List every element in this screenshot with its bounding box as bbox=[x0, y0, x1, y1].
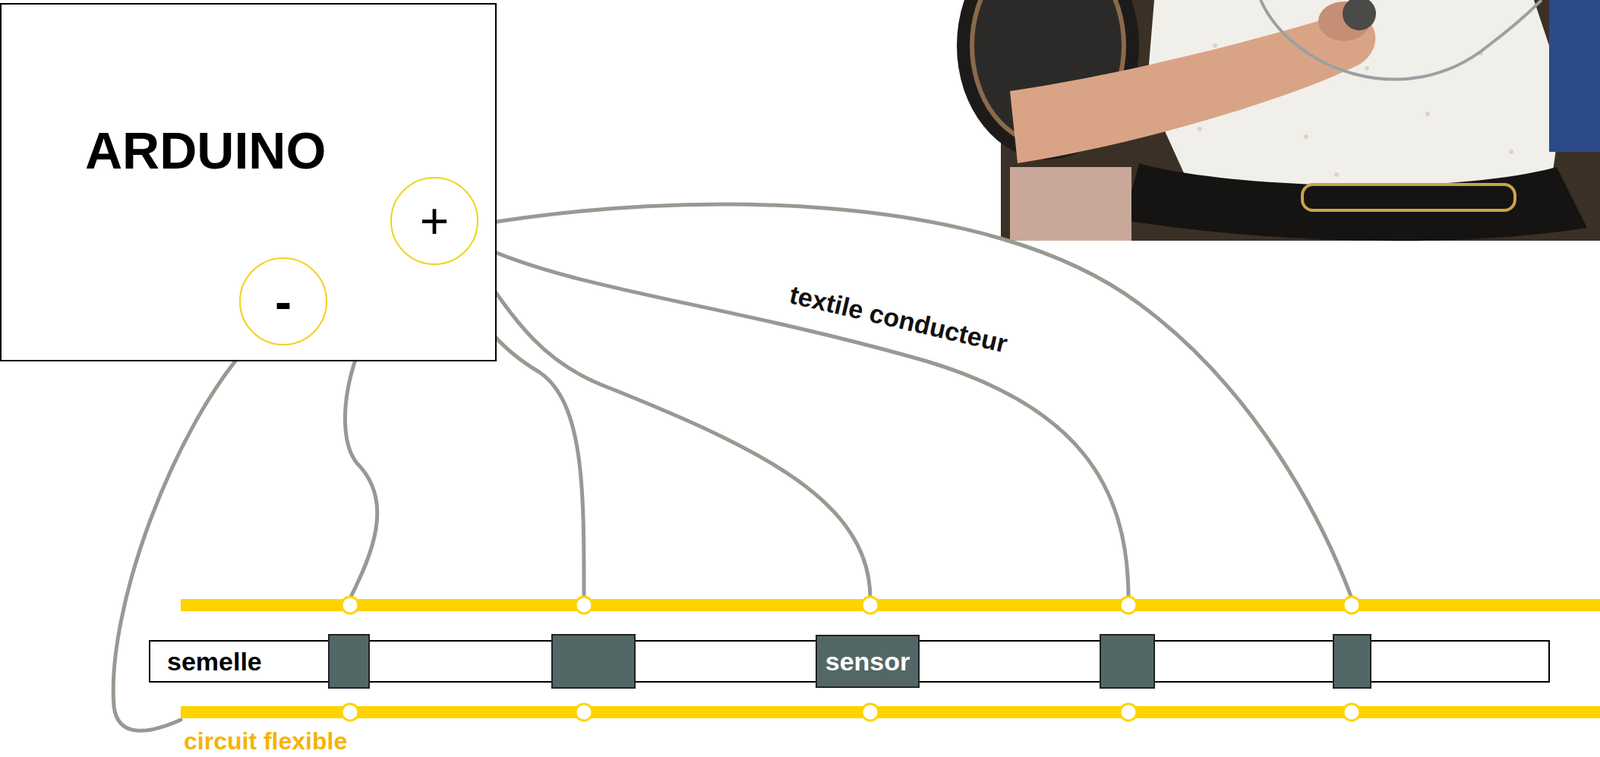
negative-terminal: - bbox=[239, 257, 328, 346]
shoe-photo bbox=[956, 0, 1600, 241]
wire-label: textile conducteur bbox=[782, 278, 1015, 360]
node-label: + bbox=[419, 195, 450, 247]
circuit-label: circuit flexible bbox=[183, 728, 348, 754]
node-label: sensor bbox=[825, 648, 911, 675]
node-label: semelle bbox=[167, 648, 262, 675]
positive-terminal: + bbox=[390, 176, 479, 266]
node-label: - bbox=[274, 276, 292, 327]
controller-box: ARDUINO + - bbox=[0, 3, 497, 362]
node-label: ARDUINO bbox=[85, 124, 326, 177]
sensor-box: sensor bbox=[815, 634, 920, 688]
